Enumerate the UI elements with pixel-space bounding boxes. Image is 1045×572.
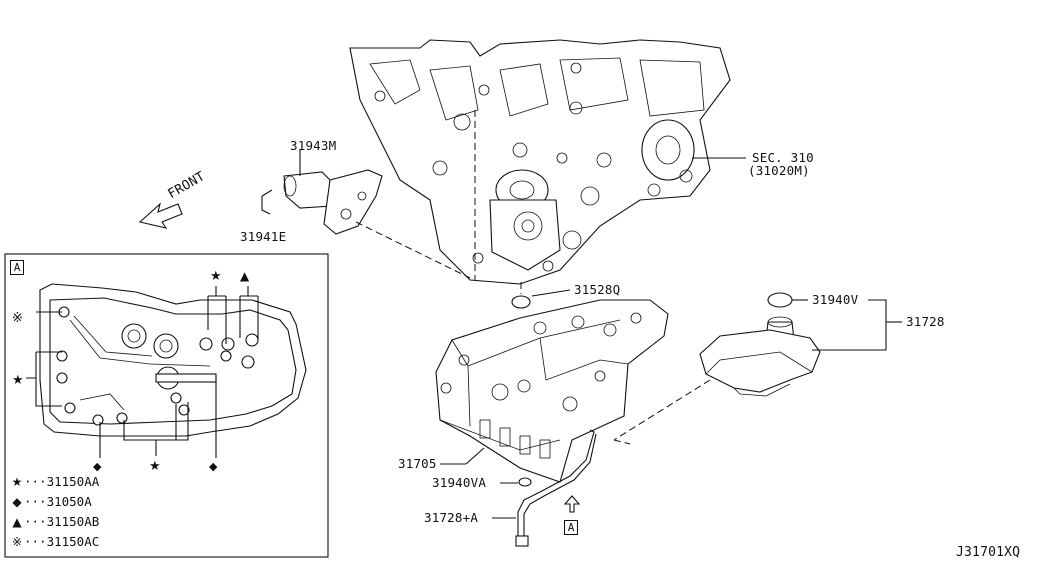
- label-31943m: 31943M: [290, 138, 337, 153]
- label-31728: 31728: [906, 314, 945, 329]
- diamond-icon: ◆: [209, 460, 218, 473]
- label-31941e: 31941E: [240, 229, 287, 244]
- legend-text: ···31150AC: [24, 534, 100, 549]
- legend-text: ···31150AB: [24, 514, 100, 529]
- legend-row: ◆···31050A: [10, 494, 92, 509]
- reference-mark-icon: ※: [12, 311, 23, 326]
- reference-mark-icon: ※: [11, 535, 23, 549]
- label-31940va: 31940VA: [432, 475, 487, 490]
- triangle-icon: ▲: [12, 515, 22, 529]
- view-a-box: A: [564, 520, 578, 535]
- diamond-icon: ◆: [12, 495, 22, 509]
- legend-text: ···31150AA: [24, 474, 100, 489]
- transmission-case-drawing: [349, 39, 731, 285]
- star-icon: ★: [210, 269, 222, 284]
- diagram-id: J31701XQ: [956, 545, 1021, 560]
- solenoid-drawing: [261, 150, 471, 279]
- triangle-icon: ▲: [240, 269, 250, 283]
- oil-strainer-drawing: [699, 292, 821, 397]
- inset-a-panel: [4, 253, 329, 558]
- label-31705: 31705: [398, 456, 437, 471]
- view-arrow-icon: [563, 495, 581, 513]
- front-arrow-icon: [138, 202, 183, 229]
- o-ring-31528q: [511, 295, 531, 309]
- control-valve-drawing: [435, 299, 669, 483]
- label-sec-310-sub: (31020M): [748, 163, 810, 178]
- star-icon: ★: [149, 459, 161, 474]
- legend-row: ※···31150AC: [10, 534, 100, 549]
- label-sec-310: SEC. 310: [752, 150, 814, 165]
- label-31728-a: 31728+A: [424, 510, 479, 525]
- cooler-tube-drawing: [515, 429, 597, 547]
- inset-a-box: A: [10, 260, 24, 275]
- legend-row: ★···31150AA: [10, 474, 100, 489]
- legend-text: ···31050A: [24, 494, 92, 509]
- star-icon: ★: [12, 373, 24, 388]
- diamond-icon: ◆: [93, 460, 102, 473]
- legend-row: ▲···31150AB: [10, 514, 100, 529]
- label-31528q: 31528Q: [574, 282, 621, 297]
- label-31940v: 31940V: [812, 292, 859, 307]
- star-icon: ★: [11, 475, 23, 489]
